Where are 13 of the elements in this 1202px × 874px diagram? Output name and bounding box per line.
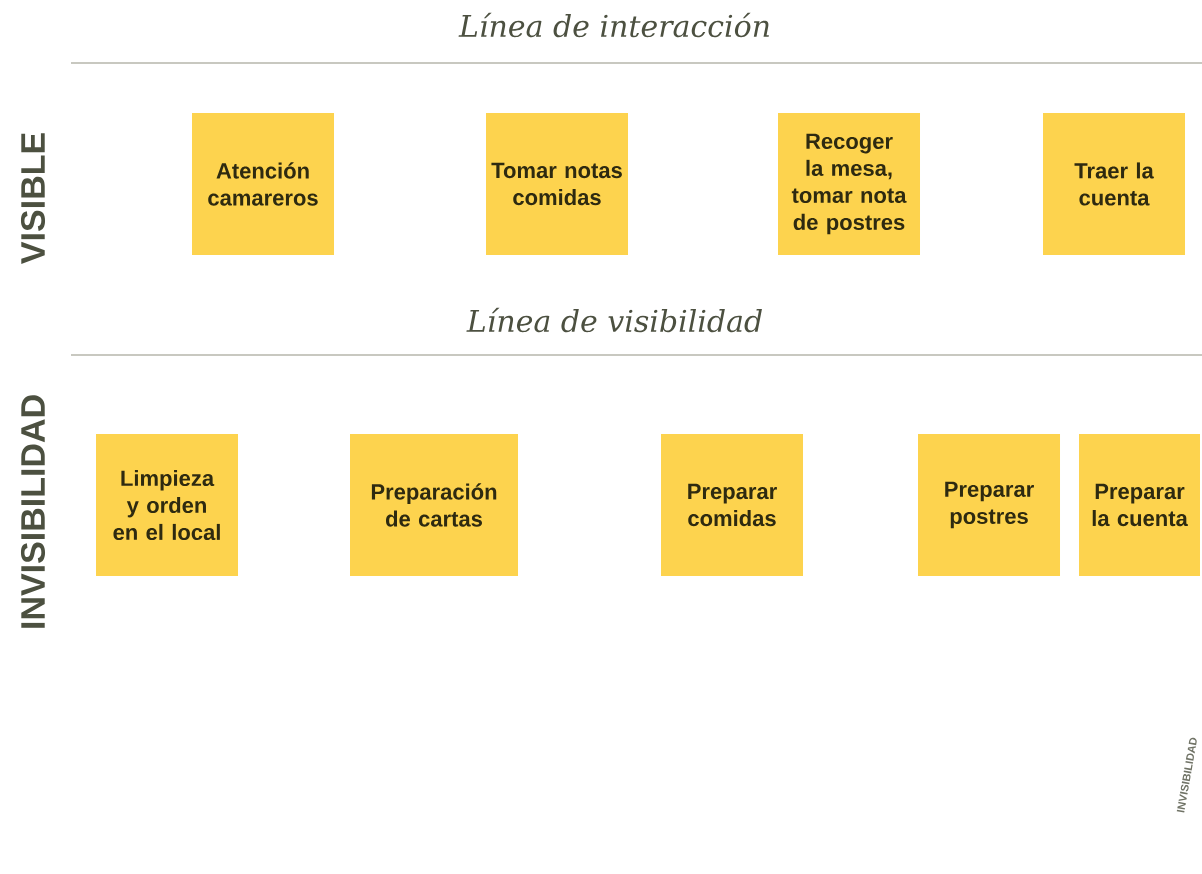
sticky-note: Preparación de cartas <box>350 434 518 576</box>
sticky-note: Preparar postres <box>918 434 1060 576</box>
sticky-note: Traer la cuenta <box>1043 113 1185 255</box>
section-heading: Línea de interacción <box>458 12 769 38</box>
sticky-note: Atención camareros <box>192 113 334 255</box>
sticky-note: Preparar comidas <box>661 434 803 576</box>
lane-label: INVISIBILIDAD <box>20 395 46 628</box>
sticky-note: Recoger la mesa, tomar nota de postres <box>778 113 920 255</box>
sticky-note: Tomar notas comidas <box>486 113 628 255</box>
section-heading: Línea de visibilidad <box>466 307 762 333</box>
sticky-note: Preparar la cuenta <box>1079 434 1200 576</box>
lane-label: VISIBLE <box>20 133 46 264</box>
sticky-note: Limpieza y orden en el local <box>96 434 238 576</box>
